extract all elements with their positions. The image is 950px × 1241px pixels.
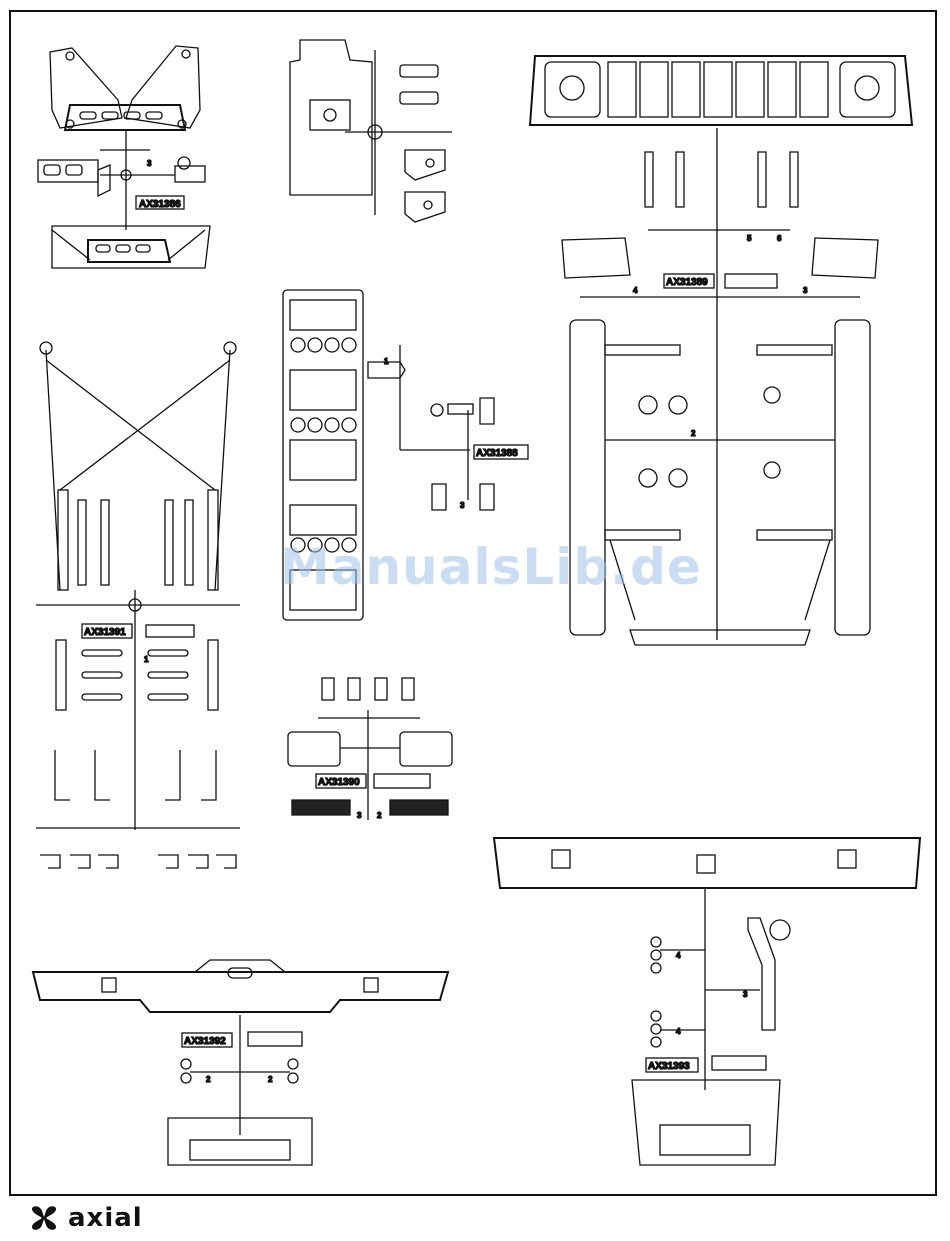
sprue-label-ax31393: AX31393 bbox=[648, 1061, 690, 1072]
watermark: ManualsLib.de bbox=[280, 538, 702, 596]
part-number: 2 bbox=[691, 429, 696, 438]
sprue-ax31388 bbox=[283, 40, 528, 620]
part-number: 1 bbox=[384, 357, 389, 366]
part-number: 2 bbox=[206, 1075, 211, 1084]
sprue-ax31390 bbox=[288, 678, 452, 820]
part-number: 5 bbox=[747, 234, 752, 243]
brand-logo: axial bbox=[28, 1203, 143, 1233]
brand-name: axial bbox=[68, 1203, 143, 1233]
sprue-ax31393 bbox=[494, 838, 920, 1165]
part-number: 4 bbox=[676, 951, 681, 960]
sprue-ax31392 bbox=[33, 960, 448, 1165]
part-number: 4 bbox=[633, 286, 638, 295]
part-number: 3 bbox=[147, 159, 152, 168]
part-number: 6 bbox=[777, 234, 782, 243]
part-number: 4 bbox=[676, 1027, 681, 1036]
part-number: 2 bbox=[268, 1075, 273, 1084]
sprue-ax31386 bbox=[38, 46, 210, 268]
part-number: 2 bbox=[377, 811, 382, 820]
sprue-label-ax31392: AX31392 bbox=[184, 1036, 226, 1047]
part-number: 3 bbox=[460, 501, 465, 510]
axial-logo-icon bbox=[28, 1203, 60, 1233]
part-number: 3 bbox=[803, 286, 808, 295]
sprue-label-ax31391: AX31391 bbox=[84, 627, 126, 638]
sprue-label-ax31390: AX31390 bbox=[318, 777, 360, 788]
sprue-label-ax31386: AX31386 bbox=[139, 199, 181, 210]
part-number: 1 bbox=[144, 655, 149, 664]
sprue-ax31391 bbox=[36, 342, 240, 868]
sprue-label-ax31389: AX31389 bbox=[666, 277, 708, 288]
part-number: 3 bbox=[743, 990, 748, 999]
part-number: 3 bbox=[357, 811, 362, 820]
sprue-label-ax31388: AX31388 bbox=[476, 448, 518, 459]
